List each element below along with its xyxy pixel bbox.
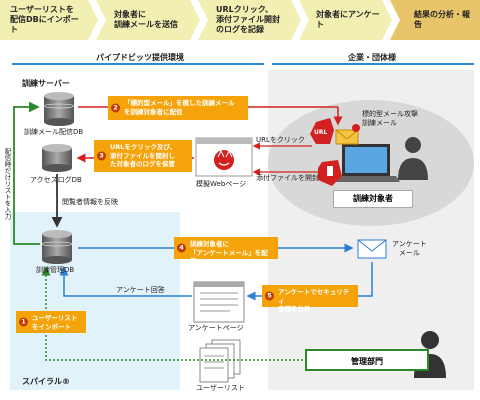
step-1-number: 1 (19, 317, 28, 327)
user-list-label: ユーザーリスト (196, 384, 245, 392)
survey-answer-arrow (59, 266, 192, 297)
step-4-text: 訓練対象者に 「アンケートメール」を配信 (190, 240, 268, 265)
url-badge-icon (310, 118, 334, 144)
step-5-number: 5 (265, 291, 274, 301)
server-title: 訓練サーバー (22, 79, 70, 88)
step-5-text: アンケートでセキュリティ 意識を分析 (278, 288, 350, 313)
step-chevron-3 (198, 0, 301, 40)
fake-webpage-icon (195, 137, 253, 177)
survey-answer-label: アンケート回答 (116, 286, 165, 294)
url-click-label: URLをクリック (256, 136, 305, 144)
step-chevron-5 (390, 0, 480, 40)
step-1-label: ユーザーリストを 配信DBにインポート (10, 5, 79, 34)
admin-label: 管理部門 (305, 349, 429, 371)
step-4-number: 4 (177, 243, 186, 253)
step-3-text: URLをクリック及び、 添付ファイルを開封し た対象者のログを保管 (110, 143, 177, 168)
step-1-text: ユーザーリスト をインポート (32, 314, 78, 331)
step-2-label: 対象者に 訓練メールを送信 (114, 10, 178, 29)
step-2-number: 2 (111, 103, 120, 113)
access-log-db-icon (42, 144, 72, 172)
step-chevron-2 (96, 0, 200, 40)
survey-page-icon (193, 281, 245, 323)
step-3-label: URLクリック、 添付ファイル開封 のログを記録 (216, 5, 280, 34)
step-2-text: 「標的型メール」を模した訓練メール を訓練対象者に配信 (124, 99, 235, 116)
flow-step-4: 4 訓練対象者に 「アンケートメール」を配信 (174, 237, 278, 265)
fake-web-label: 模擬Webページ (196, 180, 247, 188)
access-db-label: アクセスログDB (30, 176, 82, 184)
flow-1-arrow (41, 266, 303, 361)
trainee-label: 訓練対象者 (333, 190, 413, 208)
flow-step-5: 5 アンケートでセキュリティ 意識を分析 (262, 285, 358, 313)
laptop-icon (332, 144, 400, 182)
mail-db-label: 訓練メール配信DB (24, 128, 84, 136)
attach-open-label: 添付ファイルを開封 (256, 174, 319, 182)
training-db-label: 訓練管理DB (36, 266, 75, 274)
mail-db-icon (43, 92, 75, 126)
flow-step-3: 3 URLをクリック及び、 添付ファイルを開封し た対象者のログを保管 (94, 140, 192, 172)
spiral-area (10, 212, 180, 390)
training-db-icon (41, 230, 73, 264)
step-chevron-1 (0, 0, 98, 40)
step-chevron-4 (299, 0, 392, 40)
survey-mail-label: アンケート メール (392, 240, 427, 257)
spiral-label: スパイラル® (22, 377, 70, 386)
url-badge-label: URL (314, 129, 328, 136)
flow-step-2: 2 「標的型メール」を模した訓練メール を訓練対象者に配信 (108, 96, 248, 120)
user-list-icon (199, 339, 241, 383)
attack-mail-icon (335, 124, 360, 145)
survey-page-label: アンケートページ (188, 324, 244, 332)
step-5-label: 結果の分析・報告 (414, 10, 470, 29)
vertical-note: 配信時だけリストを入力 (3, 148, 11, 220)
right-section-title: 企業・団体様 (348, 53, 396, 62)
import-to-mail-db-arrow (13, 101, 40, 245)
step-4-label: 対象者にアンケート (316, 10, 380, 29)
flow-step-1: 1 ユーザーリスト をインポート (16, 311, 86, 333)
reflect-label: 閲覧者情報を反映 (62, 198, 118, 206)
left-section-title: パイプドビッツ提供環境 (96, 53, 184, 62)
trainee-person-icon (398, 137, 428, 180)
step-3-number: 3 (97, 151, 106, 161)
attack-mail-label: 標的型メール攻撃 訓練メール (362, 110, 418, 127)
survey-mail-icon (357, 239, 387, 259)
